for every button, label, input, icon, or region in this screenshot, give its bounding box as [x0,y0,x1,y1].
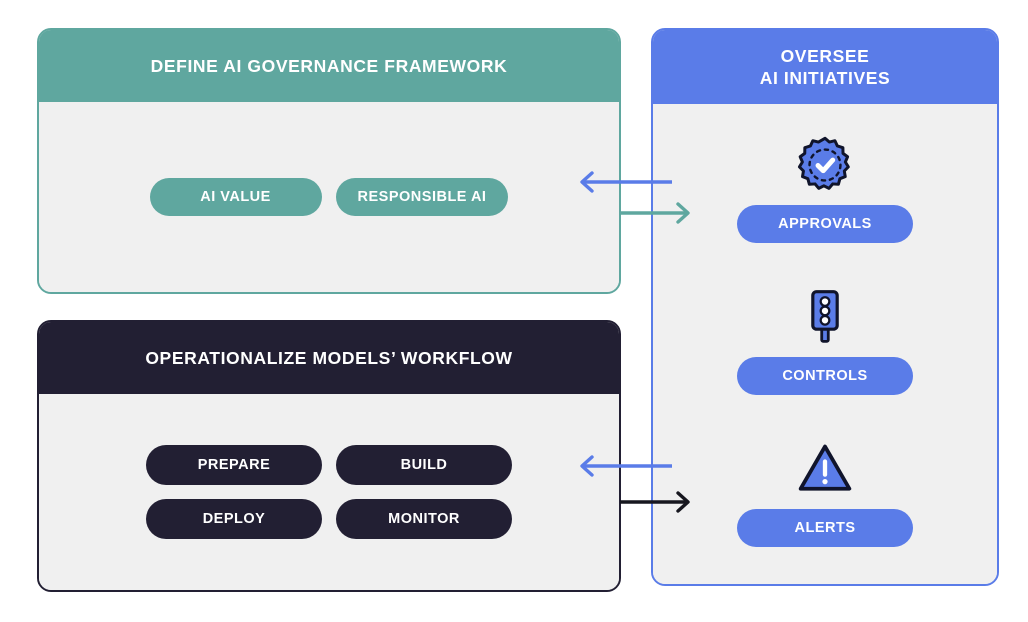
pill-approvals[interactable]: APPROVALS [737,205,913,243]
oversee-panel-title: OVERSEE AI INITIATIVES [653,30,997,104]
governance-pill-row: AI VALUE RESPONSIBLE AI [149,178,509,216]
oversee-group-approvals: APPROVALS [737,135,913,243]
pill-deploy[interactable]: DEPLOY [146,499,322,539]
operationalize-card-title: OPERATIONALIZE MODELS’ WORKFLOW [39,322,619,394]
operationalize-card: OPERATIONALIZE MODELS’ WORKFLOW PREPARE … [37,320,621,592]
pill-responsible-ai[interactable]: RESPONSIBLE AI [335,178,509,216]
oversee-panel-body: APPROVALS CONTROLS [653,104,997,584]
oversee-group-controls: CONTROLS [737,287,913,395]
operationalize-pill-row-1: PREPARE BUILD [146,445,512,485]
pill-prepare[interactable]: PREPARE [146,445,322,485]
pill-alerts[interactable]: ALERTS [737,509,913,547]
warning-triangle-icon [798,444,852,491]
governance-card: DEFINE AI GOVERNANCE FRAMEWORK AI VALUE … [37,28,621,294]
oversee-title-line-1: OVERSEE [780,45,870,66]
operationalize-pill-row-2: DEPLOY MONITOR [146,499,512,539]
governance-card-title: DEFINE AI GOVERNANCE FRAMEWORK [39,30,619,102]
pill-controls[interactable]: CONTROLS [737,357,913,395]
verified-badge-icon [797,136,850,190]
governance-card-body: AI VALUE RESPONSIBLE AI [39,102,619,292]
traffic-light-icon [811,290,839,343]
oversee-title-line-2: AI INITIATIVES [759,68,891,88]
oversee-panel: OVERSEE AI INITIATIVES APPROVALS [651,28,999,586]
operationalize-card-body: PREPARE BUILD DEPLOY MONITOR [39,394,619,590]
pill-monitor[interactable]: MONITOR [336,499,512,539]
pill-ai-value[interactable]: AI VALUE [149,178,322,216]
pill-build[interactable]: BUILD [336,445,512,485]
oversee-group-alerts: ALERTS [737,439,913,547]
